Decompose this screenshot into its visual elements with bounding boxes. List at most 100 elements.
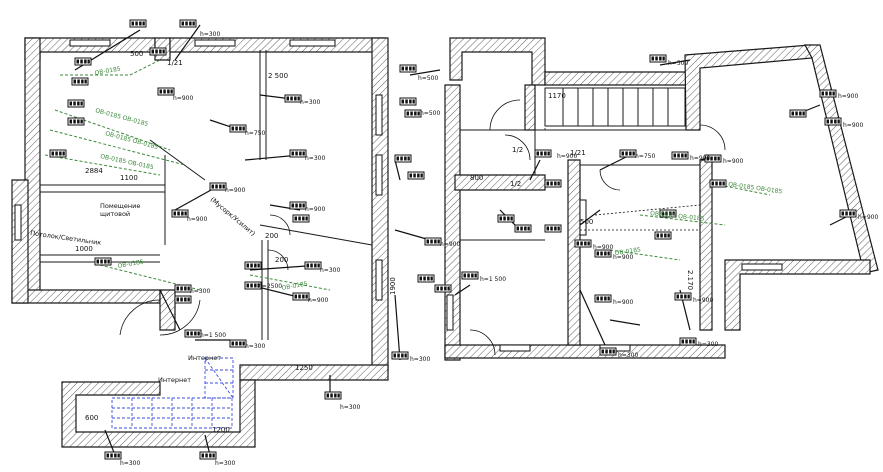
- cable-6: [249, 274, 331, 291]
- socket-icon: [544, 179, 562, 188]
- staircase: [544, 87, 686, 127]
- socket-icon: [129, 19, 147, 28]
- socket-icon: [534, 149, 552, 158]
- height-tag: h=900: [440, 241, 460, 248]
- socket-icon: [94, 257, 112, 266]
- leader-r-6: [454, 284, 471, 296]
- dim-label: 200: [275, 256, 288, 264]
- wall-east: [371, 37, 389, 373]
- left-building: 500 1/21 2 500 2884 1100 200 200 1000 12…: [11, 19, 441, 467]
- leader-r-4: [599, 154, 631, 171]
- socket-icon: [209, 182, 227, 191]
- socket-icon: [67, 99, 85, 108]
- height-tag: h=2500: [258, 283, 282, 290]
- height-tag: h=300: [320, 267, 340, 274]
- leader-2: [174, 24, 201, 61]
- socket-icon: [289, 201, 307, 210]
- socket-icon: [179, 19, 197, 28]
- dim-label: 1100: [120, 174, 138, 182]
- door-arc-r-1: [489, 99, 521, 131]
- height-tag: h=900: [305, 206, 325, 213]
- socket-icon: [461, 271, 479, 280]
- height-tag: h=300: [200, 31, 220, 38]
- socket-icon: [174, 284, 192, 293]
- leader-11: [394, 159, 401, 181]
- annex-grid: [111, 357, 234, 429]
- dim-label: 1000: [75, 245, 93, 253]
- cable-label: OB-0185 OB-0185: [728, 181, 783, 196]
- room-label: Помещение: [100, 202, 140, 210]
- socket-icon: [229, 124, 247, 133]
- cable-1: [60, 59, 161, 76]
- height-tag: h=900: [838, 93, 858, 100]
- height-tag: h=900: [173, 95, 193, 102]
- wall-r-inner-4: [567, 159, 581, 346]
- socket-icon: [394, 154, 412, 163]
- dim-label: 1170: [548, 92, 566, 100]
- cable-label: OB-0185: [281, 280, 308, 291]
- socket-icon: [619, 149, 637, 158]
- height-tag: h=300: [190, 288, 210, 295]
- wall-southwest-corner: [11, 179, 29, 304]
- socket-icon: [654, 231, 672, 240]
- height-tag: h=300: [215, 460, 235, 467]
- dim-label: 500: [130, 50, 143, 58]
- height-tag: h=900: [843, 122, 863, 129]
- socket-icon: [289, 149, 307, 158]
- dim-label: 1/21: [570, 149, 586, 157]
- socket-icon: [599, 347, 617, 356]
- height-tag: h=500: [418, 75, 438, 82]
- leader-r-1: [659, 59, 691, 66]
- socket-icon: [649, 54, 667, 63]
- window-r-3: [741, 263, 783, 271]
- socket-icon: [171, 209, 189, 218]
- door-arc-3: [269, 214, 291, 236]
- socket-icon: [407, 171, 425, 180]
- socket-icon: [434, 284, 452, 293]
- height-tag: h=900: [613, 254, 633, 261]
- socket-icon: [104, 451, 122, 460]
- partition-8: [259, 224, 373, 246]
- socket-icon: [424, 237, 442, 246]
- socket-icon: [174, 295, 192, 304]
- door-arc-1: [119, 299, 161, 336]
- cable-label: OB-0185 OB-0185: [100, 153, 155, 171]
- dim-label: 1/21: [167, 59, 183, 67]
- socket-icon: [514, 224, 532, 233]
- socket-icon: [399, 64, 417, 73]
- cable-label: OB-0185 OB-0185: [94, 107, 149, 128]
- socket-icon: [674, 292, 692, 301]
- socket-icon: [71, 77, 89, 86]
- wall-r-inner-1: [524, 84, 536, 131]
- socket-icon: [149, 47, 167, 56]
- socket-icon: [391, 351, 409, 360]
- socket-icon: [824, 117, 842, 126]
- room-label: (Мусорк/Усилит): [209, 195, 257, 237]
- window-4: [375, 94, 383, 136]
- window-2: [194, 39, 236, 47]
- cable-label: OB-0185: [614, 246, 641, 257]
- door-arc-r-4: [504, 134, 531, 161]
- leader-r-8: [579, 289, 606, 346]
- height-tag: h=900: [187, 216, 207, 223]
- wall-south-left: [11, 289, 161, 304]
- wall-r-east: [803, 44, 879, 274]
- height-tag: h=900: [723, 158, 743, 165]
- window-3: [289, 39, 336, 47]
- window-r-1: [499, 344, 531, 352]
- socket-icon: [184, 329, 202, 338]
- cable-r-2: [639, 214, 726, 226]
- dim-label: 200: [265, 232, 278, 240]
- dim-label: 1/2: [512, 146, 523, 154]
- room-label: Интернет: [158, 376, 191, 384]
- dim-label: 1900: [389, 277, 397, 295]
- cable-r-3: [609, 249, 681, 261]
- window-5: [375, 154, 383, 196]
- door-arc-r-3: [469, 329, 496, 356]
- socket-icon: [49, 149, 67, 158]
- wall-south-right: [239, 364, 389, 381]
- socket-icon: [74, 57, 92, 66]
- height-tag: h=900: [693, 297, 713, 304]
- annex-wall: [61, 379, 256, 448]
- window-r-5: [579, 199, 587, 236]
